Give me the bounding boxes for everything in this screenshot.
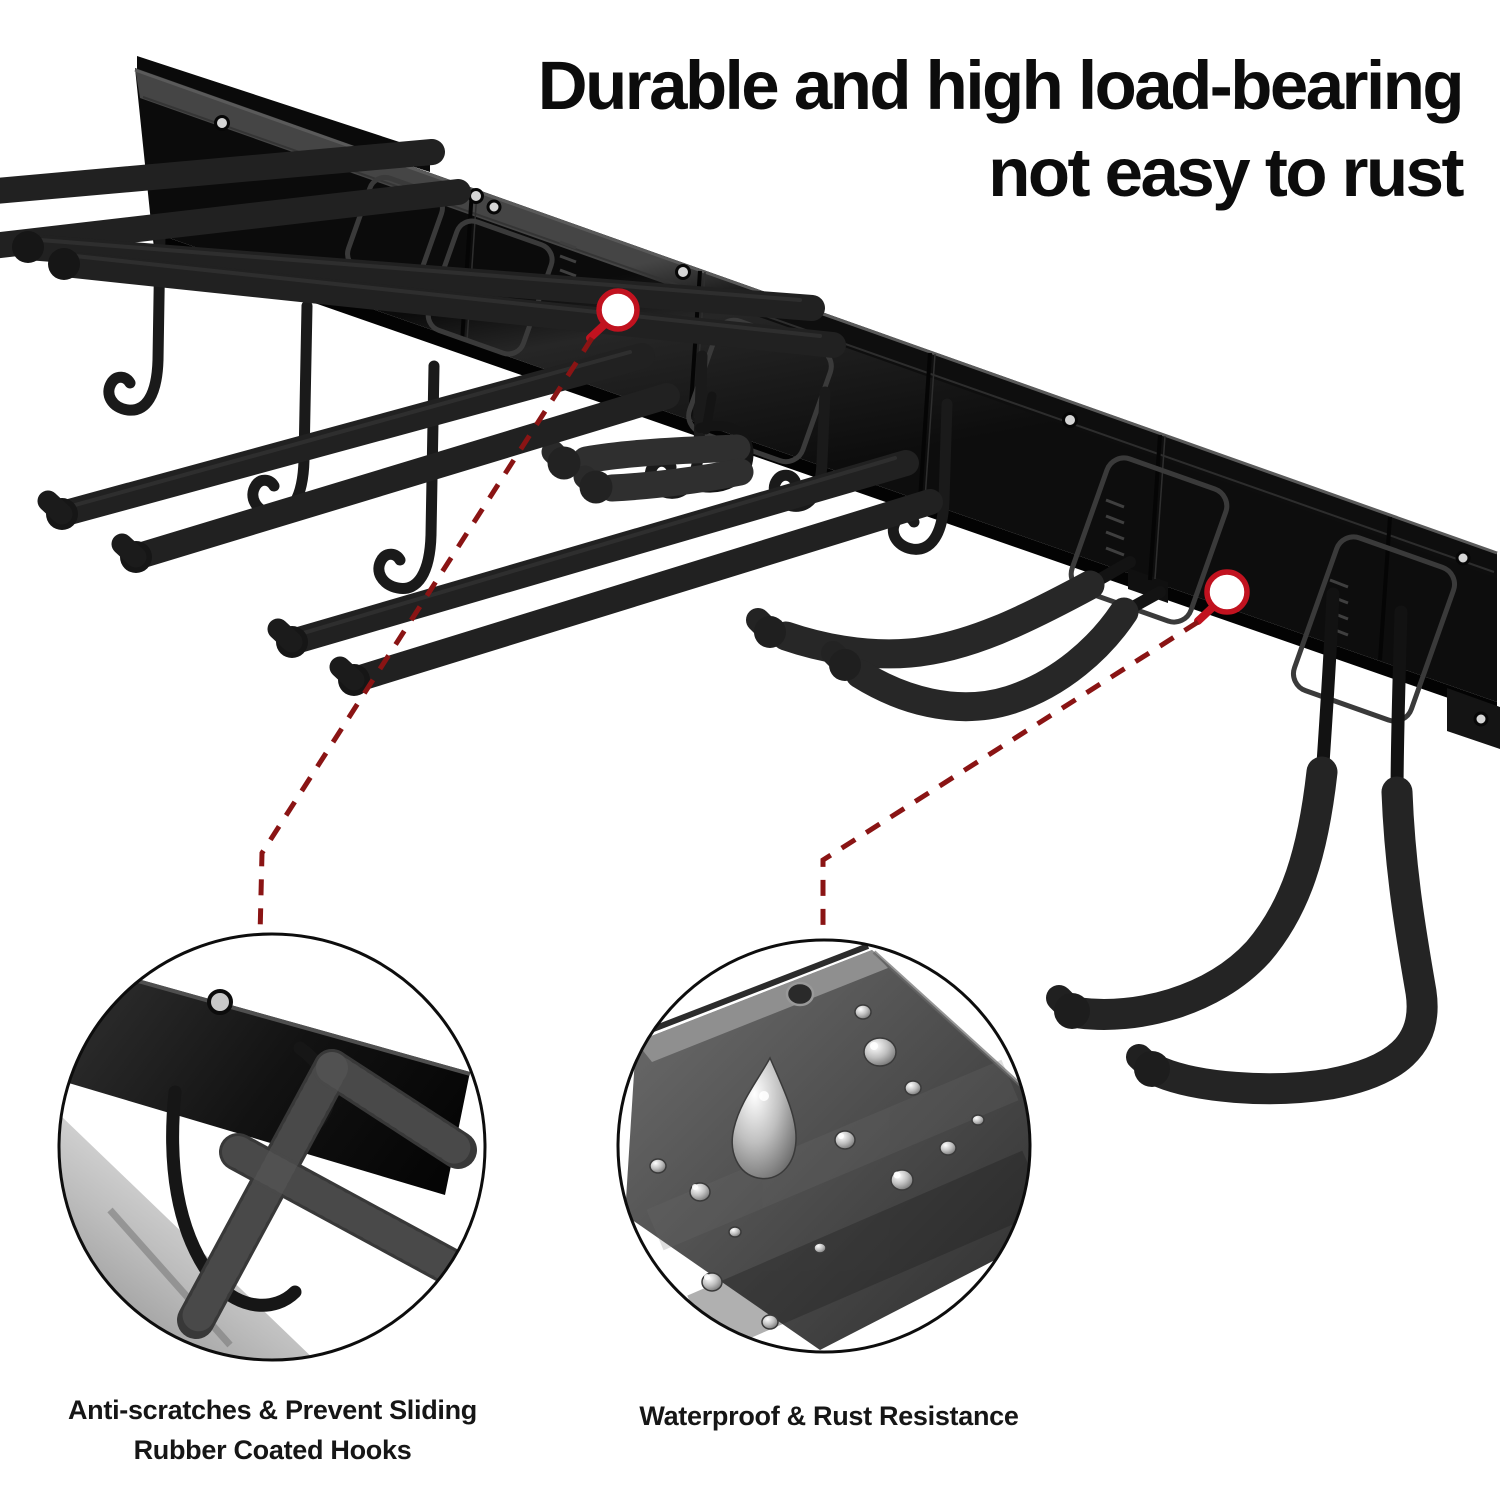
caption-rubber-hooks-line-2: Rubber Coated Hooks <box>133 1435 412 1465</box>
plate-bevel-edge <box>636 950 888 1062</box>
caption-rubber-hooks: Anti-scratches & Prevent Sliding Rubber … <box>30 1390 515 1470</box>
callout-circle-border <box>57 932 487 1362</box>
hook-arm <box>49 343 655 527</box>
hook-arm <box>341 489 943 693</box>
caption-rubber-hooks-line-1: Anti-scratches & Prevent Sliding <box>67 1395 477 1425</box>
detail-leader-line-1 <box>257 336 595 937</box>
hook-arm <box>123 383 680 570</box>
detail-marker-2-icon <box>1194 569 1250 625</box>
hook-tip-flicks <box>37 490 365 691</box>
rail-back-panel <box>137 56 430 172</box>
hook-arm <box>279 450 919 655</box>
closeup-rail-plate <box>59 960 470 1195</box>
headline: Durable and high load-bearing not easy t… <box>537 42 1465 216</box>
hook-arm <box>0 139 445 204</box>
long-tool-hooks <box>0 139 943 696</box>
rubber-loop-hook-right <box>1046 587 1438 1105</box>
callout-circle-border <box>616 938 1032 1354</box>
headline-line-1: Durable and high load-bearing <box>537 47 1465 124</box>
rubber-double-hook <box>541 391 754 504</box>
headline-line-2: not easy to rust <box>988 134 1464 211</box>
closeup-screw-hole <box>785 981 815 1007</box>
closeup-metal-plate <box>625 950 1030 1350</box>
hook-arm <box>15 234 825 321</box>
rubber-loop-hook-middle <box>746 556 1166 722</box>
screw-holes <box>214 115 1489 727</box>
callout-waterproof-closeup <box>616 938 1032 1354</box>
closeup-screw-hole <box>207 989 233 1015</box>
callout-rubber-hook-closeup <box>57 932 487 1362</box>
rail-end-tab <box>1447 688 1500 749</box>
detail-marker-1-icon <box>586 288 640 342</box>
water-droplets <box>618 1004 985 1330</box>
droplet-highlights <box>692 1042 901 1280</box>
caption-waterproof-line-1: Waterproof & Rust Resistance <box>639 1401 1019 1431</box>
hook-arm-highlights <box>38 238 897 636</box>
detail-leader-line-2 <box>820 619 1200 933</box>
rail-face <box>135 68 1497 702</box>
closeup-foam-hook <box>177 1049 477 1339</box>
caption-waterproof: Waterproof & Rust Resistance <box>594 1396 1064 1436</box>
hook-arm <box>51 251 846 358</box>
